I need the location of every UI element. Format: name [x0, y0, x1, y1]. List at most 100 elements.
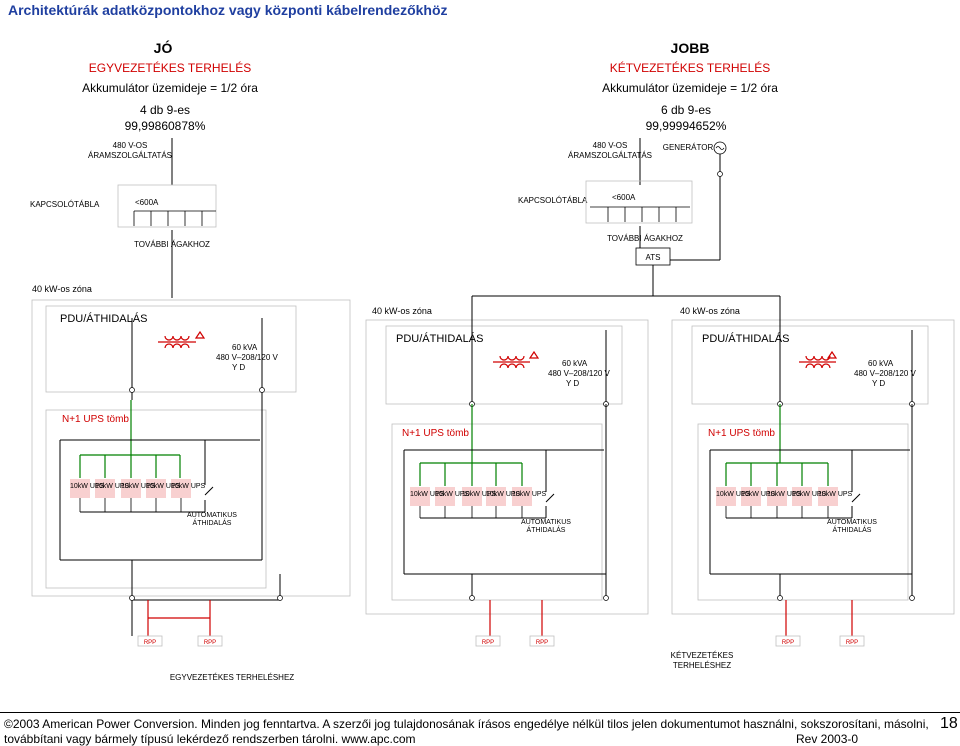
left-battery: Akkumulátor üzemideje = 1/2 óra [82, 81, 258, 95]
right-modules: 6 db 9-es [661, 103, 711, 117]
zone1-ups-label: 10kW UPS [512, 491, 547, 498]
zone2-ups-block-label: N+1 UPS tömb [708, 428, 775, 439]
zone2-transformer-icon [799, 350, 838, 369]
zone2-transformer-line1: 60 kVA [868, 359, 894, 368]
ups-unit [767, 487, 787, 506]
right-branches-label: TOVÁBBI ÁGAKHOZ [607, 234, 683, 243]
zone1-ups-label: 10kW UPS [435, 491, 470, 498]
right-supply-line1: 480 V-OS [593, 141, 628, 150]
footer: ©2003 American Power Conversion. Minden … [0, 712, 960, 746]
zone1-rpp-box [475, 635, 501, 647]
left-supply-line2: ÁRAMSZOLGÁLTATÁS [88, 151, 172, 160]
left-ups-block-box [45, 409, 267, 589]
ups-unit [486, 487, 506, 506]
left-rpp-label: RPP [144, 640, 156, 646]
ups-unit [512, 487, 532, 506]
left-ups-units [70, 479, 191, 498]
left-ups-label: 10kW UPS [146, 483, 181, 490]
zone1-ups-block-label: N+1 UPS tömb [402, 428, 469, 439]
left-load-label: EGYVEZETÉKES TERHELÉSHEZ [170, 673, 294, 682]
left-ups-label: 10kW UPS [121, 483, 156, 490]
title-bar: Architektúrák adatközpontokhoz vagy közp… [0, 0, 960, 20]
zone2-bypass-line1: AUTOMATIKUS [827, 519, 877, 526]
zone2-rpp-box [839, 635, 865, 647]
right-battery: Akkumulátor üzemideje = 1/2 óra [602, 81, 778, 95]
right-availability: 99,99994652% [646, 119, 727, 133]
revision: Rev 2003-0 [796, 732, 859, 746]
ups-unit [410, 487, 430, 506]
left-ups-block-label: N+1 UPS tömb [62, 414, 129, 425]
right-load-line2: TERHELÉSHEZ [673, 661, 731, 670]
ups-unit [121, 479, 141, 498]
generator-terminal [717, 171, 723, 177]
ups-unit [70, 479, 90, 498]
left-breaker-label: <600A [135, 198, 159, 207]
left-pdu-label: PDU/ÁTHIDALÁS [60, 312, 147, 325]
zone2-ups-block-box [697, 423, 909, 601]
page-title: Architektúrák adatközpontokhoz vagy közp… [8, 2, 448, 18]
zone2-label: 40 kW-os zóna [680, 306, 740, 316]
left-transformer-icon [158, 330, 206, 349]
zone1-rpp-label: RPP [536, 640, 548, 646]
left-zone-label: 40 kW-os zóna [32, 284, 92, 294]
left-transformer-line3: Y D [232, 363, 245, 372]
zone1-ups-label: 10kW UPS [410, 491, 445, 498]
ups-unit [741, 487, 761, 506]
zone2-pdu-box [691, 325, 929, 405]
zone1-ups-block-box [391, 423, 603, 601]
zone1-label: 40 kW-os zóna [372, 306, 432, 316]
zone1-transformer-line1: 60 kVA [562, 359, 588, 368]
ups-unit [462, 487, 482, 506]
left-ups-label: 10kW UPS [95, 483, 130, 490]
left-pdu-box [45, 305, 297, 393]
right-supply-line2: ÁRAMSZOLGÁLTATÁS [568, 151, 652, 160]
right-switchboard-label: KAPCSOLÓTÁBLA [518, 196, 588, 205]
zone1-transformer-icon [493, 350, 540, 369]
zone1-ups-label: 10kW UPS [486, 491, 521, 498]
left-subtitle: EGYVEZETÉKES TERHELÉS [89, 60, 252, 75]
left-transformer-line1: 60 kVA [232, 343, 258, 352]
zone1-ups-label: 10kW UPS [462, 491, 497, 498]
zone2-box [671, 319, 955, 615]
left-bypass-line1: AUTOMATIKUS [187, 512, 237, 519]
ats-label: ATS [646, 253, 661, 262]
right-subtitle: KÉTVEZETÉKES TERHELÉS [610, 60, 771, 75]
left-zone-box [31, 299, 351, 597]
copyright-line2: továbbítani vagy bármely típusú lekérdez… [4, 732, 416, 746]
right-breaker-label: <600A [612, 193, 636, 202]
right-title: JOBB [671, 40, 710, 56]
left-title: JÓ [154, 39, 173, 56]
zone2-ups-label: 10kW UPS [716, 491, 751, 498]
left-switchboard [117, 184, 217, 228]
zone1-box [365, 319, 649, 615]
left-ups-label: 10kW UPS [171, 483, 206, 490]
zone2-ups-label: 10kW UPS [818, 491, 853, 498]
ups-unit [792, 487, 812, 506]
zone1-pdu-box [385, 325, 623, 405]
left-switchboard-label: KAPCSOLÓTÁBLA [30, 200, 100, 209]
zone2-rpp-label: RPP [846, 640, 858, 646]
zone2-ups-label: 10kW UPS [767, 491, 802, 498]
ups-unit [435, 487, 455, 506]
right-load-line1: KÉTVEZETÉKES [671, 651, 734, 660]
zone2-pdu-label: PDU/ÁTHIDALÁS [702, 332, 789, 345]
zone2-ups-label: 10kW UPS [741, 491, 776, 498]
zone2-rpp-box [775, 635, 801, 647]
zone1-transformer-line2: 480 V–208/120 V [548, 369, 610, 378]
zone1-rpp-label: RPP [482, 640, 494, 646]
left-availability: 99,99860878% [125, 119, 206, 133]
left-rpp-box [137, 635, 163, 647]
zone2-ups-label: 10kW UPS [792, 491, 827, 498]
ups-unit [171, 479, 191, 498]
right-switchboard [585, 180, 693, 224]
zone1-pdu-label: PDU/ÁTHIDALÁS [396, 332, 483, 345]
zone2-transformer-line2: 480 V–208/120 V [854, 369, 916, 378]
left-rpp-label: RPP [204, 640, 216, 646]
left-transformer-line2: 480 V–208/120 V [216, 353, 278, 362]
ups-unit [716, 487, 736, 506]
zone1-bypass-line2: ÁTHIDALÁS [527, 525, 566, 534]
left-supply-line1: 480 V-OS [113, 141, 148, 150]
generator-label: GENERÁTOR [663, 143, 714, 152]
power-architecture-diagram: JÓ EGYVEZETÉKES TERHELÉS Akkumulátor üze… [30, 39, 955, 682]
ups-unit [818, 487, 838, 506]
